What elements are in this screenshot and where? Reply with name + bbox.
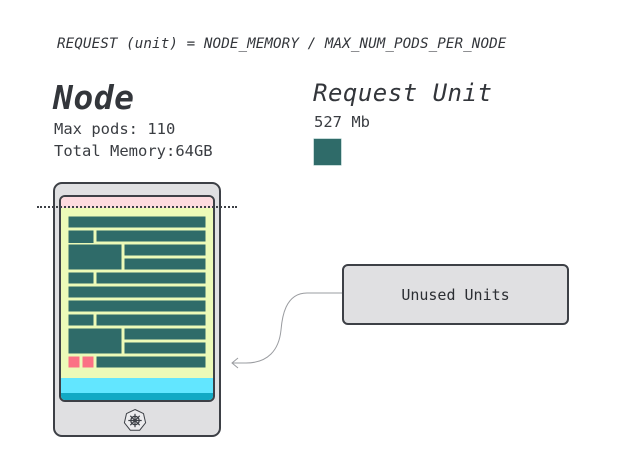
pod-block — [95, 271, 207, 285]
request-unit-title: Request Unit — [313, 79, 493, 107]
arrow-head — [231, 357, 239, 369]
eviction-threshold-line — [37, 206, 237, 208]
pod-grid — [67, 215, 207, 369]
pod-block — [67, 313, 95, 327]
formula-text: REQUEST (unit) = NODE_MEMORY / MAX_NUM_P… — [57, 36, 507, 52]
node-screen — [59, 195, 215, 402]
pod-block — [67, 215, 207, 229]
callout-label: Unused Units — [401, 285, 510, 304]
kubernetes-icon — [123, 408, 147, 432]
node-title: Node — [53, 78, 135, 117]
unused-units-callout: Unused Units — [342, 264, 569, 325]
pod-block — [67, 285, 207, 299]
node-total-memory: Total Memory:64GB — [54, 142, 213, 160]
reserved-area — [61, 197, 213, 208]
system-area-bottom — [61, 393, 213, 400]
pod-block — [67, 299, 207, 313]
request-unit-size: 527 Mb — [314, 113, 370, 131]
pod-block — [95, 229, 207, 243]
pod-block — [123, 243, 207, 257]
pod-block — [95, 355, 207, 369]
pod-block — [95, 313, 207, 327]
request-unit-swatch — [314, 139, 341, 165]
pod-block — [123, 341, 207, 355]
pod-block — [67, 327, 123, 355]
curved-arrow-left-icon — [232, 292, 342, 364]
system-area — [61, 378, 213, 393]
unused-unit-block — [81, 355, 95, 369]
unused-unit-block — [67, 355, 81, 369]
pod-block — [123, 257, 207, 271]
pod-block — [67, 243, 123, 271]
pod-grid-blocks — [67, 215, 207, 369]
node-max-pods: Max pods: 110 — [54, 120, 176, 138]
pod-block — [123, 327, 207, 341]
pod-block — [67, 271, 95, 285]
